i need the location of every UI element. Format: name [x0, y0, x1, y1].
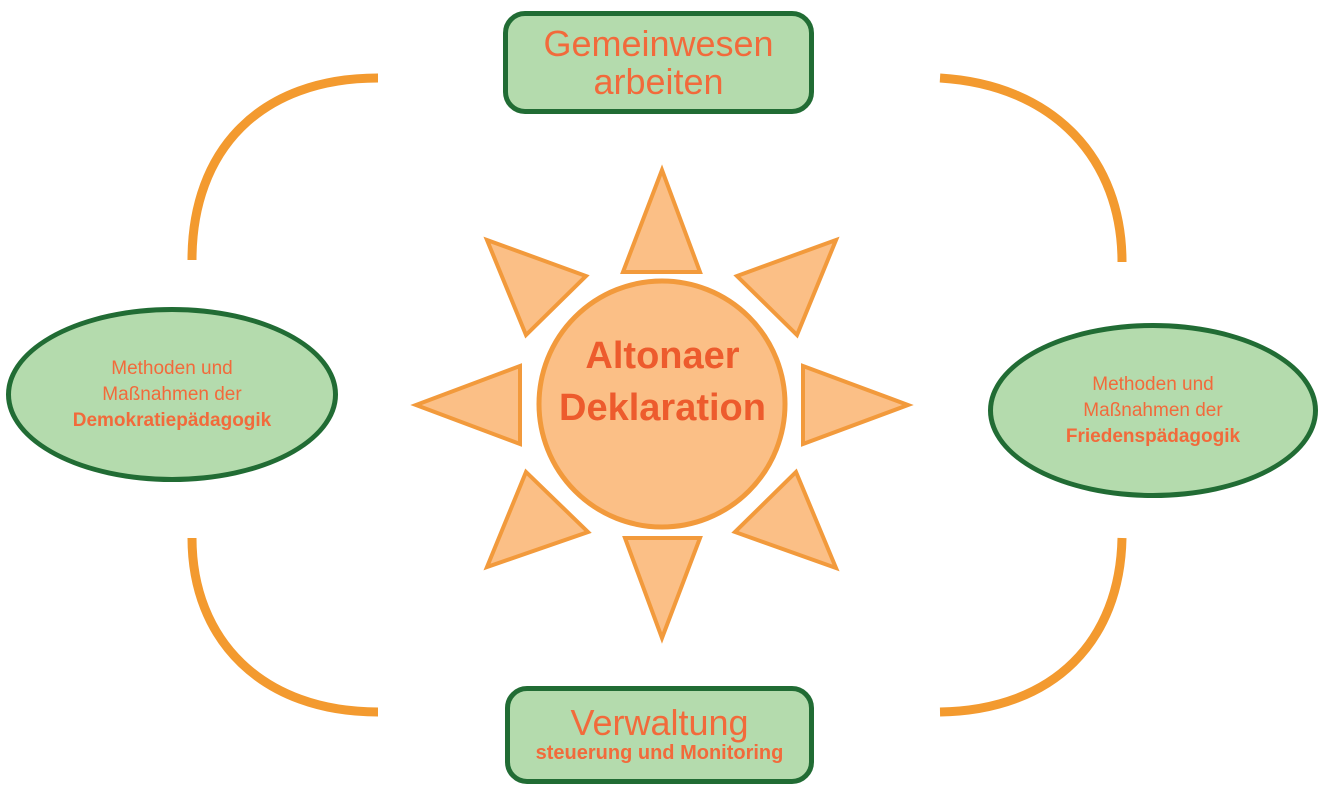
- sun-ray-top: [620, 164, 703, 274]
- node-gemeinwesen-line2: arbeiten: [593, 60, 724, 102]
- sun-ray-right: [801, 363, 914, 447]
- node-demokratiepaedagogik: Methoden und Maßnahmen der Demokratiepäd…: [6, 307, 338, 482]
- center-title: Altonaer Deklaration: [540, 330, 785, 434]
- node-friedenspaedagogik-line1: Methoden und: [1092, 373, 1214, 395]
- sun-ray-bottom: [622, 536, 703, 644]
- sun-ray-top-left: [483, 236, 590, 339]
- node-gemeinwesen: Gemeinwesen arbeiten: [503, 11, 814, 114]
- arc-bottom-left: [187, 537, 379, 717]
- node-demokratiepaedagogik-line1: Methoden und: [111, 357, 233, 379]
- node-verwaltung: Verwaltung steuerung und Monitoring: [505, 686, 814, 784]
- center-title-line2: Deklaration: [559, 387, 766, 429]
- node-friedenspaedagogik-line3: Friedenspädagogik: [1065, 425, 1241, 447]
- center-title-line1: Altonaer: [585, 335, 740, 377]
- sun-ray-top-right: [733, 236, 840, 339]
- arc-top-right: [939, 73, 1127, 263]
- node-demokratiepaedagogik-line3: Demokratiepädagogik: [72, 409, 272, 431]
- node-verwaltung-line2: steuerung und Monitoring: [535, 742, 784, 764]
- node-verwaltung-line1: Verwaltung: [570, 702, 749, 743]
- node-friedenspaedagogik: Methoden und Maßnahmen der Friedenspädag…: [988, 323, 1318, 498]
- node-gemeinwesen-line1: Gemeinwesen: [543, 22, 774, 64]
- arc-bottom-right: [939, 537, 1127, 717]
- sun-ray-bottom-left: [483, 468, 592, 571]
- sun-core: [536, 278, 788, 530]
- sun-ray-left: [410, 363, 522, 447]
- node-friedenspaedagogik-line2: Maßnahmen der: [1083, 399, 1223, 421]
- arc-top-left: [187, 73, 379, 261]
- node-demokratiepaedagogik-line2: Maßnahmen der: [102, 383, 242, 405]
- sun-ray-bottom-right: [731, 468, 840, 572]
